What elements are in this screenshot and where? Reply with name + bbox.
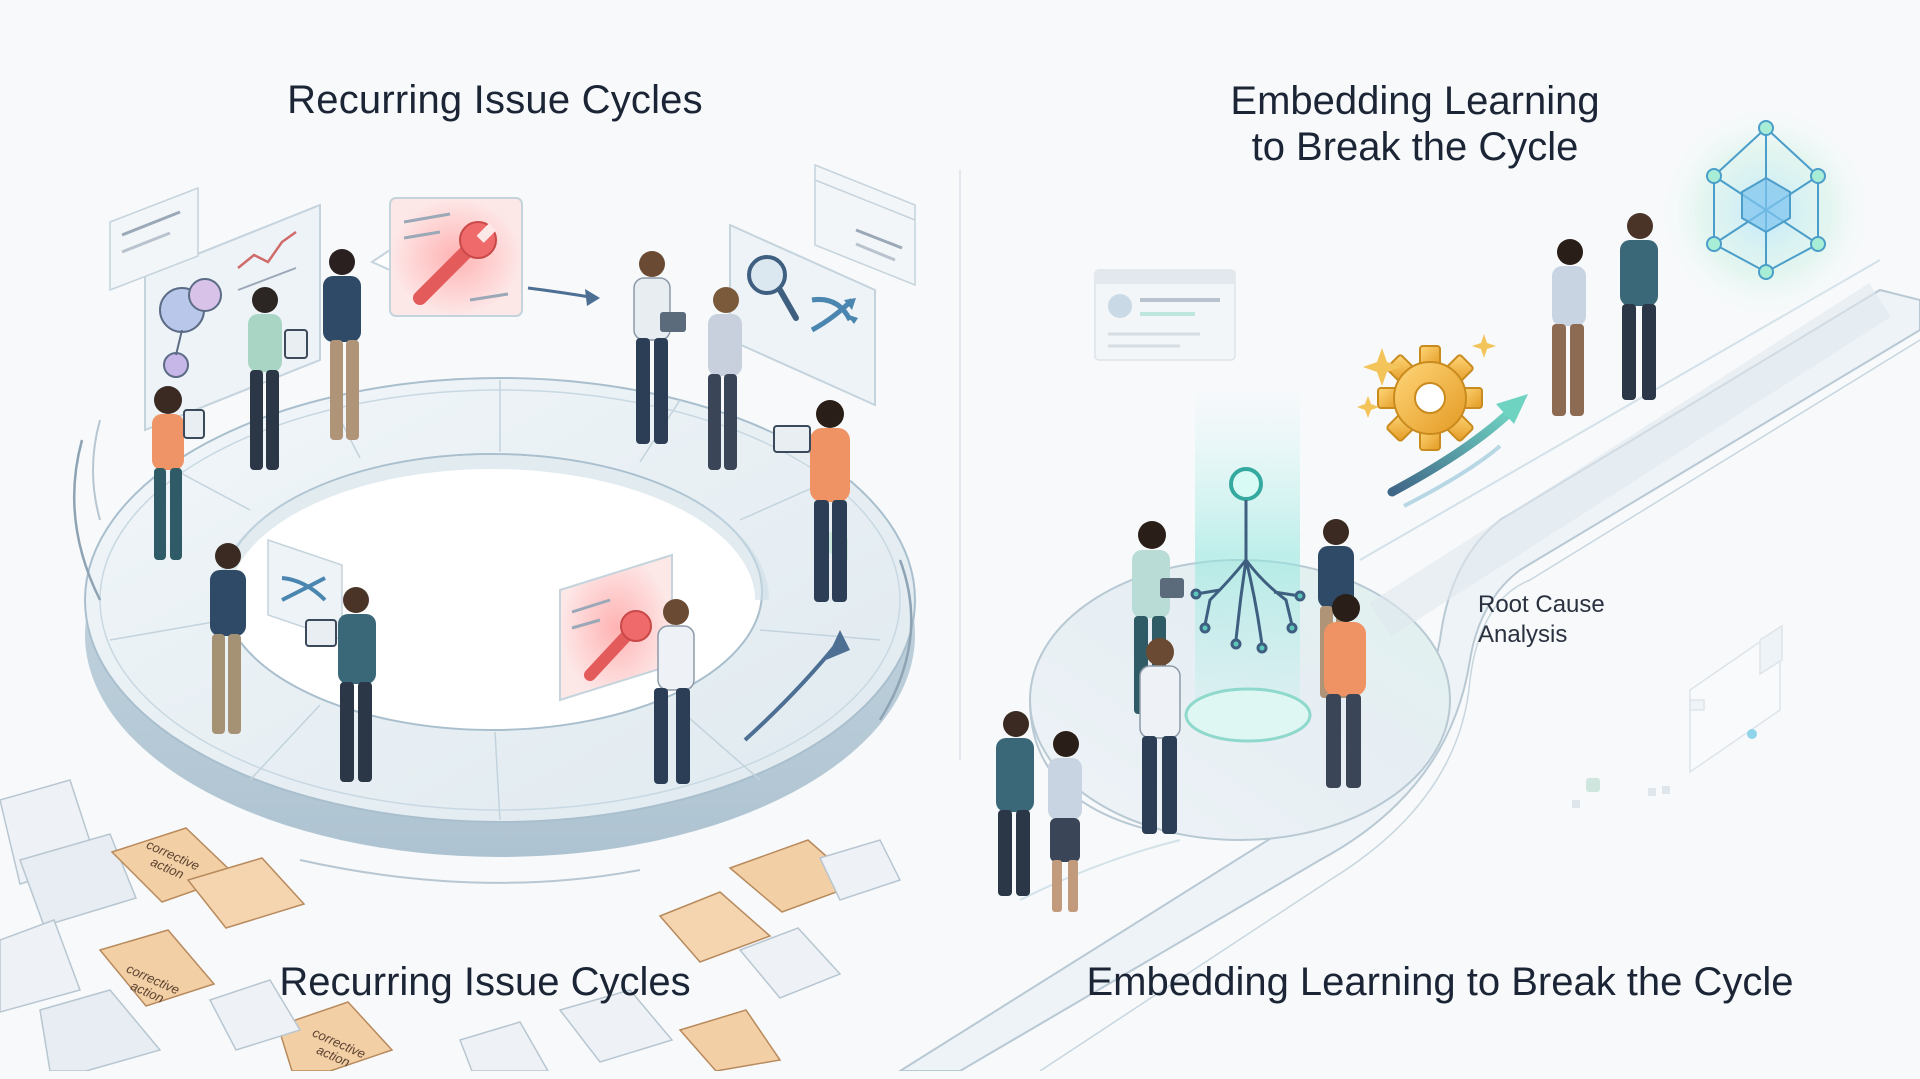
person-figure-icon bbox=[210, 543, 246, 734]
person-figure-icon bbox=[305, 587, 376, 782]
person-figure-icon bbox=[323, 249, 361, 440]
right-heading-line1: Embedding Learning bbox=[1230, 79, 1600, 123]
left-panel-caption: Recurring Issue Cycles bbox=[279, 960, 691, 1004]
wrench-alert-card bbox=[369, 197, 523, 317]
person-figure-icon bbox=[1048, 731, 1082, 912]
wrench-alert-card bbox=[559, 553, 673, 702]
shuffle-icon bbox=[810, 296, 858, 333]
person-figure-icon bbox=[773, 400, 850, 602]
insight-platform bbox=[1184, 687, 1312, 743]
person-figure-icon bbox=[1139, 638, 1181, 834]
network-cube-icon bbox=[1706, 120, 1826, 280]
person-figure-icon bbox=[1620, 213, 1658, 400]
person-figure-icon bbox=[633, 251, 686, 444]
recurring-cycle-ring bbox=[72, 377, 916, 884]
root-cause-annotation: Root Cause Analysis bbox=[1478, 590, 1605, 650]
right-panel-caption: Embedding Learning to Break the Cycle bbox=[1086, 960, 1794, 1004]
person-figure-icon bbox=[152, 386, 205, 560]
sparkle-icon bbox=[1357, 334, 1496, 418]
cycle-arrow-icon bbox=[826, 630, 850, 660]
note-card bbox=[109, 186, 199, 292]
wrench-icon bbox=[413, 221, 497, 305]
left-panel-heading: Recurring Issue Cycles bbox=[287, 78, 703, 122]
root-tree-icon bbox=[1190, 467, 1306, 654]
right-heading-line2: to Break the Cycle bbox=[1251, 125, 1579, 169]
right-panel-heading: Embedding Learning to Break the Cycle bbox=[1110, 78, 1720, 170]
annotation-line2: Analysis bbox=[1478, 621, 1568, 648]
shuffle-card bbox=[267, 538, 343, 642]
annotation-line1: Root Cause bbox=[1478, 591, 1605, 618]
person-figure-icon bbox=[1324, 594, 1366, 788]
person-figure-icon bbox=[248, 287, 308, 470]
magnifier-icon bbox=[747, 255, 799, 321]
person-figure-icon bbox=[996, 711, 1034, 896]
person-figure-icon bbox=[708, 287, 742, 470]
faint-ui-card bbox=[1572, 624, 1783, 808]
person-figure-icon bbox=[1132, 521, 1184, 714]
browser-card bbox=[1094, 269, 1236, 361]
document-folder-icon bbox=[0, 779, 902, 1071]
person-figure-icon bbox=[654, 599, 695, 784]
person-figure-icon bbox=[1552, 239, 1586, 416]
gear-icon bbox=[1377, 345, 1483, 451]
growth-arrow-icon bbox=[1387, 407, 1515, 497]
